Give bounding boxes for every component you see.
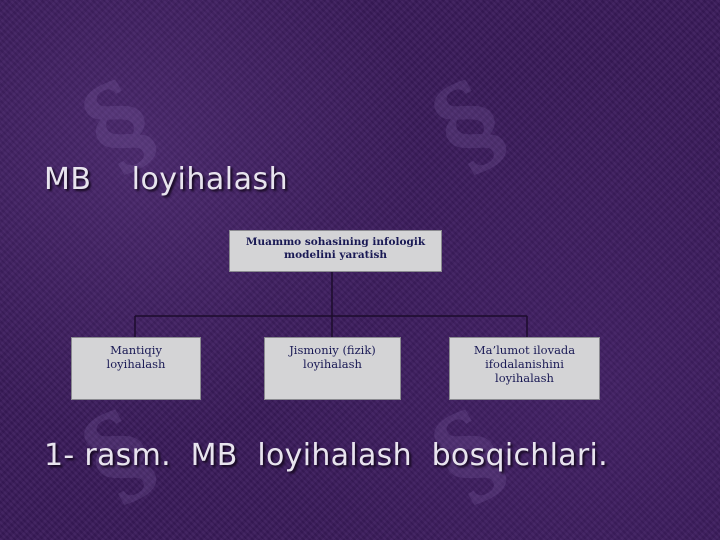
diagram-root-box: Muammo sohasining infologik modelini yar… bbox=[229, 230, 442, 272]
slide-heading: MB loyihalash bbox=[44, 162, 289, 197]
diagram-child-box: Ma’lumot ilovada ifodalanishini loyihala… bbox=[449, 337, 600, 400]
diagram-child-box: Mantiqiy loyihalash bbox=[71, 337, 201, 400]
diagram-child-box: Jismoniy (fizik) loyihalash bbox=[264, 337, 401, 400]
figure-caption: 1- rasm. MB loyihalash bosqichlari. bbox=[44, 438, 609, 473]
